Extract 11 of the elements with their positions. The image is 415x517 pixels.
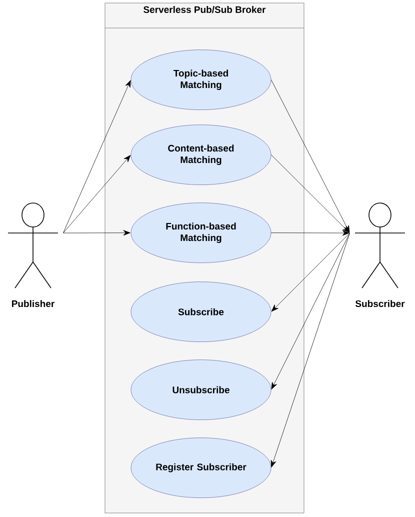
arrow (271, 232, 350, 312)
actor-label: Subscriber (355, 300, 405, 308)
arrow (270, 232, 350, 468)
actor-label: Publisher (12, 300, 54, 308)
arrow (63, 230, 130, 236)
arrow (271, 232, 350, 390)
arrow (63, 155, 131, 234)
arrow (271, 80, 350, 233)
arrow (271, 230, 350, 236)
arrow (271, 154, 350, 233)
arrow (63, 80, 131, 234)
